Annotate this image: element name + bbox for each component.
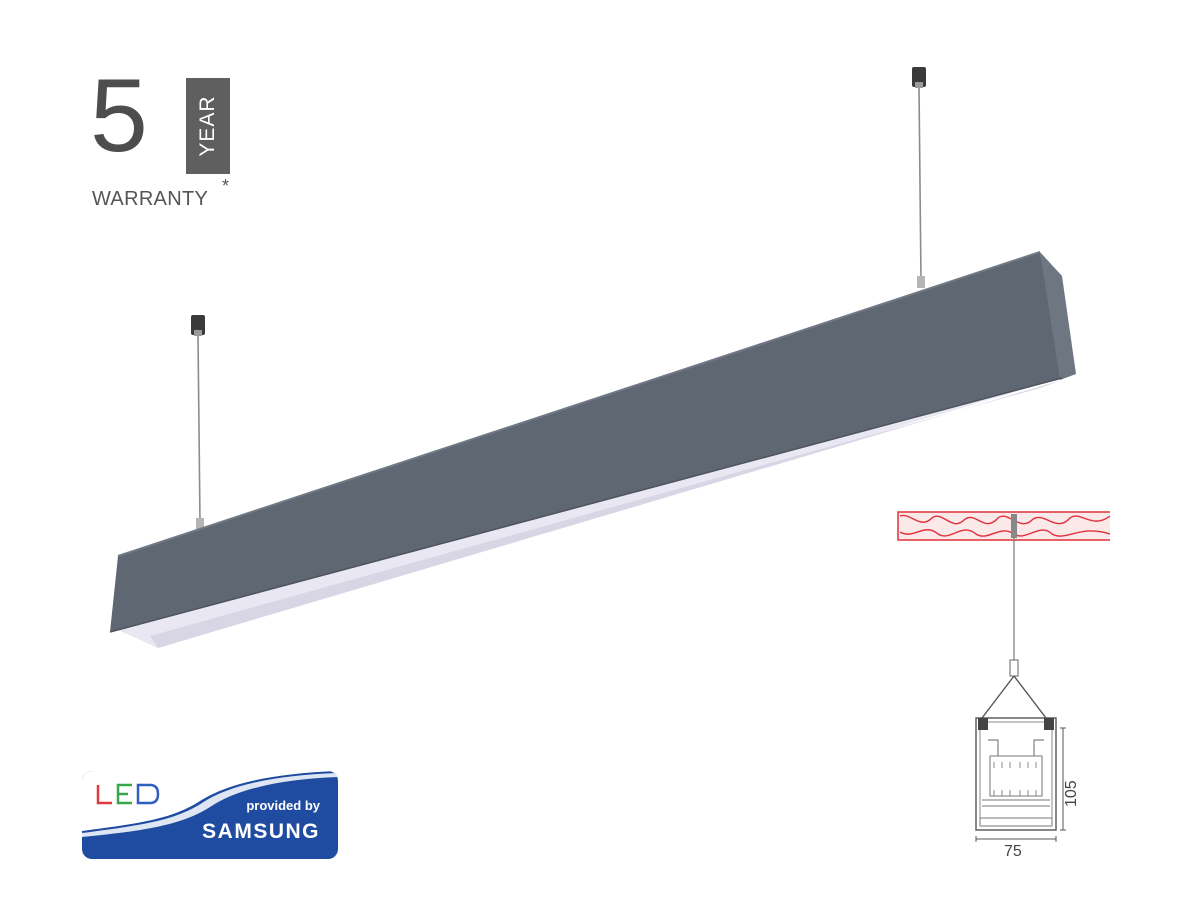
warranty-year-label: YEAR — [196, 95, 219, 157]
profile-cross-section — [975, 717, 1057, 831]
warranty-year-box: YEAR — [186, 78, 230, 174]
housing-side — [110, 252, 1063, 632]
badge-provided-by: provided by — [246, 798, 320, 813]
led-logo-icon — [96, 783, 160, 805]
right-suspension-cable — [912, 67, 926, 288]
width-dimension: 75 — [1004, 843, 1022, 860]
samsung-led-badge: provided by SAMSUNG — [82, 771, 338, 859]
end-cap — [1040, 252, 1076, 380]
technical-drawing — [897, 511, 1110, 842]
ceiling-section — [897, 511, 1110, 541]
warranty-label: WARRANTY — [92, 188, 209, 210]
left-suspension-cable — [191, 315, 205, 530]
warranty-badge: 5 YEAR WARRANTY * — [88, 64, 248, 218]
badge-brand: SAMSUNG — [202, 820, 320, 843]
warranty-years: 5 — [90, 58, 148, 174]
warranty-asterisk: * — [222, 176, 230, 196]
height-dimension: 105 — [1063, 780, 1080, 807]
